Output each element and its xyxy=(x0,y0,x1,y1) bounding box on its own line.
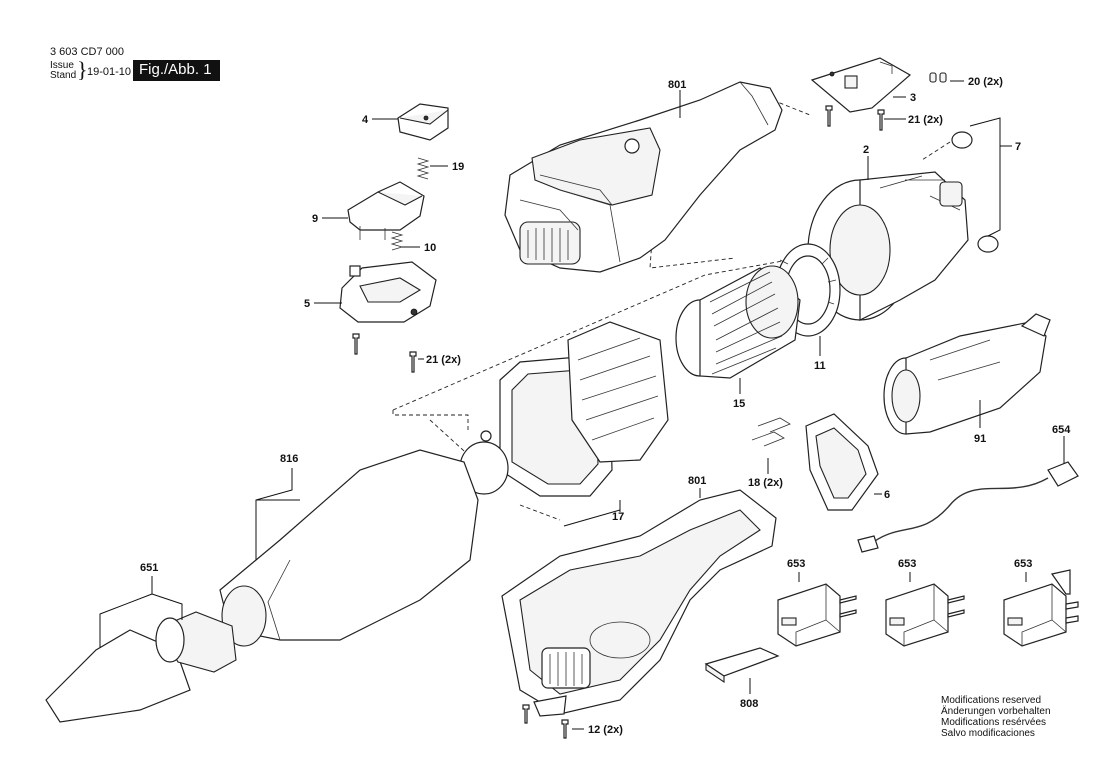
label-91: 91 xyxy=(974,433,986,445)
figure-badge: Fig./Abb. 1 xyxy=(133,60,220,81)
label-801-bottom: 801 xyxy=(688,475,706,487)
label-808: 808 xyxy=(740,698,758,710)
part-6-cover-flap xyxy=(805,413,879,511)
label-6: 6 xyxy=(884,489,890,501)
part-654-charging-cable xyxy=(857,461,1079,553)
modifications-en: Modifications reserved xyxy=(941,695,1042,706)
part-21-screws-left xyxy=(352,333,417,373)
modifications-notice: Modifications reserved Änderungen vorbeh… xyxy=(941,695,1051,739)
part-4-button-cap xyxy=(397,103,449,141)
label-5: 5 xyxy=(304,298,310,310)
part-7-feet xyxy=(951,117,1001,253)
label-7: 7 xyxy=(1015,141,1021,153)
part-651-nozzle xyxy=(45,611,237,723)
label-11: 11 xyxy=(814,360,826,372)
part-17-flap xyxy=(459,430,509,495)
label-653-c: 653 xyxy=(1014,558,1032,570)
part-808-rating-plate xyxy=(704,647,780,684)
label-4: 4 xyxy=(362,114,369,126)
issue-date: 19-01-10 xyxy=(87,66,132,78)
label-15: 15 xyxy=(733,398,745,410)
label-801-top: 801 xyxy=(668,79,686,91)
part-801-lower-housing xyxy=(501,489,777,717)
stand-label: Stand xyxy=(50,70,77,81)
label-20: 20 (2x) xyxy=(968,76,1003,88)
label-21-top: 21 (2x) xyxy=(908,114,943,126)
label-653-a: 653 xyxy=(787,558,805,570)
label-21-left: 21 (2x) xyxy=(426,354,461,366)
label-18: 18 (2x) xyxy=(748,477,783,489)
part-91-battery-pack xyxy=(883,313,1051,435)
label-9: 9 xyxy=(312,213,318,225)
part-653-charger-uk xyxy=(1003,569,1079,647)
label-12: 12 (2x) xyxy=(588,724,623,736)
header-brace: } xyxy=(77,57,88,82)
part-number-labels: 801 3 20 (2x) 4 21 (2x) 2 7 19 9 10 5 21… xyxy=(140,76,1071,736)
part-17-prefilter xyxy=(499,321,669,497)
label-19: 19 xyxy=(452,161,464,173)
part-20-screws xyxy=(929,72,947,83)
modifications-fr: Modifications resérvées xyxy=(941,717,1047,728)
part-19-spring xyxy=(416,157,430,180)
part-3-circuit-board xyxy=(810,57,912,113)
modifications-de: Änderungen vorbehalten xyxy=(941,706,1051,717)
label-654: 654 xyxy=(1052,424,1071,436)
label-3: 3 xyxy=(910,92,916,104)
label-816: 816 xyxy=(280,453,298,465)
part-816-dust-container xyxy=(219,449,479,647)
part-5-button-frame xyxy=(339,261,437,323)
part-801-upper-housing xyxy=(504,81,783,273)
part-653-charger-eu-2 xyxy=(885,583,965,647)
part-12-screws xyxy=(522,704,569,739)
part-18-clips xyxy=(751,417,791,447)
part-653-charger-eu xyxy=(777,583,857,647)
label-651: 651 xyxy=(140,562,158,574)
label-2: 2 xyxy=(863,144,869,156)
label-653-b: 653 xyxy=(898,558,916,570)
part-10-spring xyxy=(390,231,404,251)
label-17: 17 xyxy=(612,511,624,523)
document-number: 3 603 CD7 000 xyxy=(50,46,124,58)
issue-label: Issue xyxy=(50,60,74,71)
modifications-es: Salvo modificaciones xyxy=(941,728,1035,739)
part-9-slider xyxy=(347,181,425,240)
part-21-screws-top xyxy=(825,105,885,131)
part-15-pleated-filter xyxy=(675,265,801,379)
leader-lines xyxy=(99,80,1065,730)
label-10: 10 xyxy=(424,242,436,254)
